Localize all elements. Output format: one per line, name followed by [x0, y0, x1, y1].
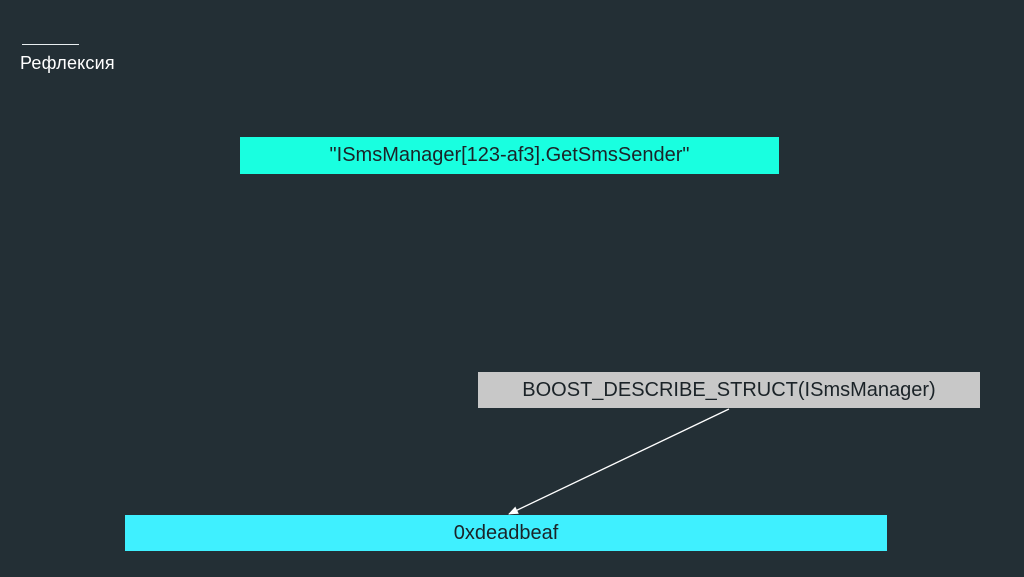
title-underline — [22, 44, 79, 45]
describe-struct-box: BOOST_DESCRIBE_STRUCT(ISmsManager) — [478, 372, 980, 408]
query-string-label: "ISmsManager[123-af3].GetSmsSender" — [329, 144, 690, 166]
address-label: 0xdeadbeaf — [453, 521, 559, 544]
slide-title: Рефлексия — [20, 53, 115, 73]
query-string-box: "ISmsManager[123-af3].GetSmsSender" — [240, 137, 779, 174]
describe-struct-label: BOOST_DESCRIBE_STRUCT(ISmsManager) — [522, 378, 936, 401]
arrow-describe-to-address — [508, 408, 730, 515]
address-box: 0xdeadbeaf — [125, 515, 887, 551]
